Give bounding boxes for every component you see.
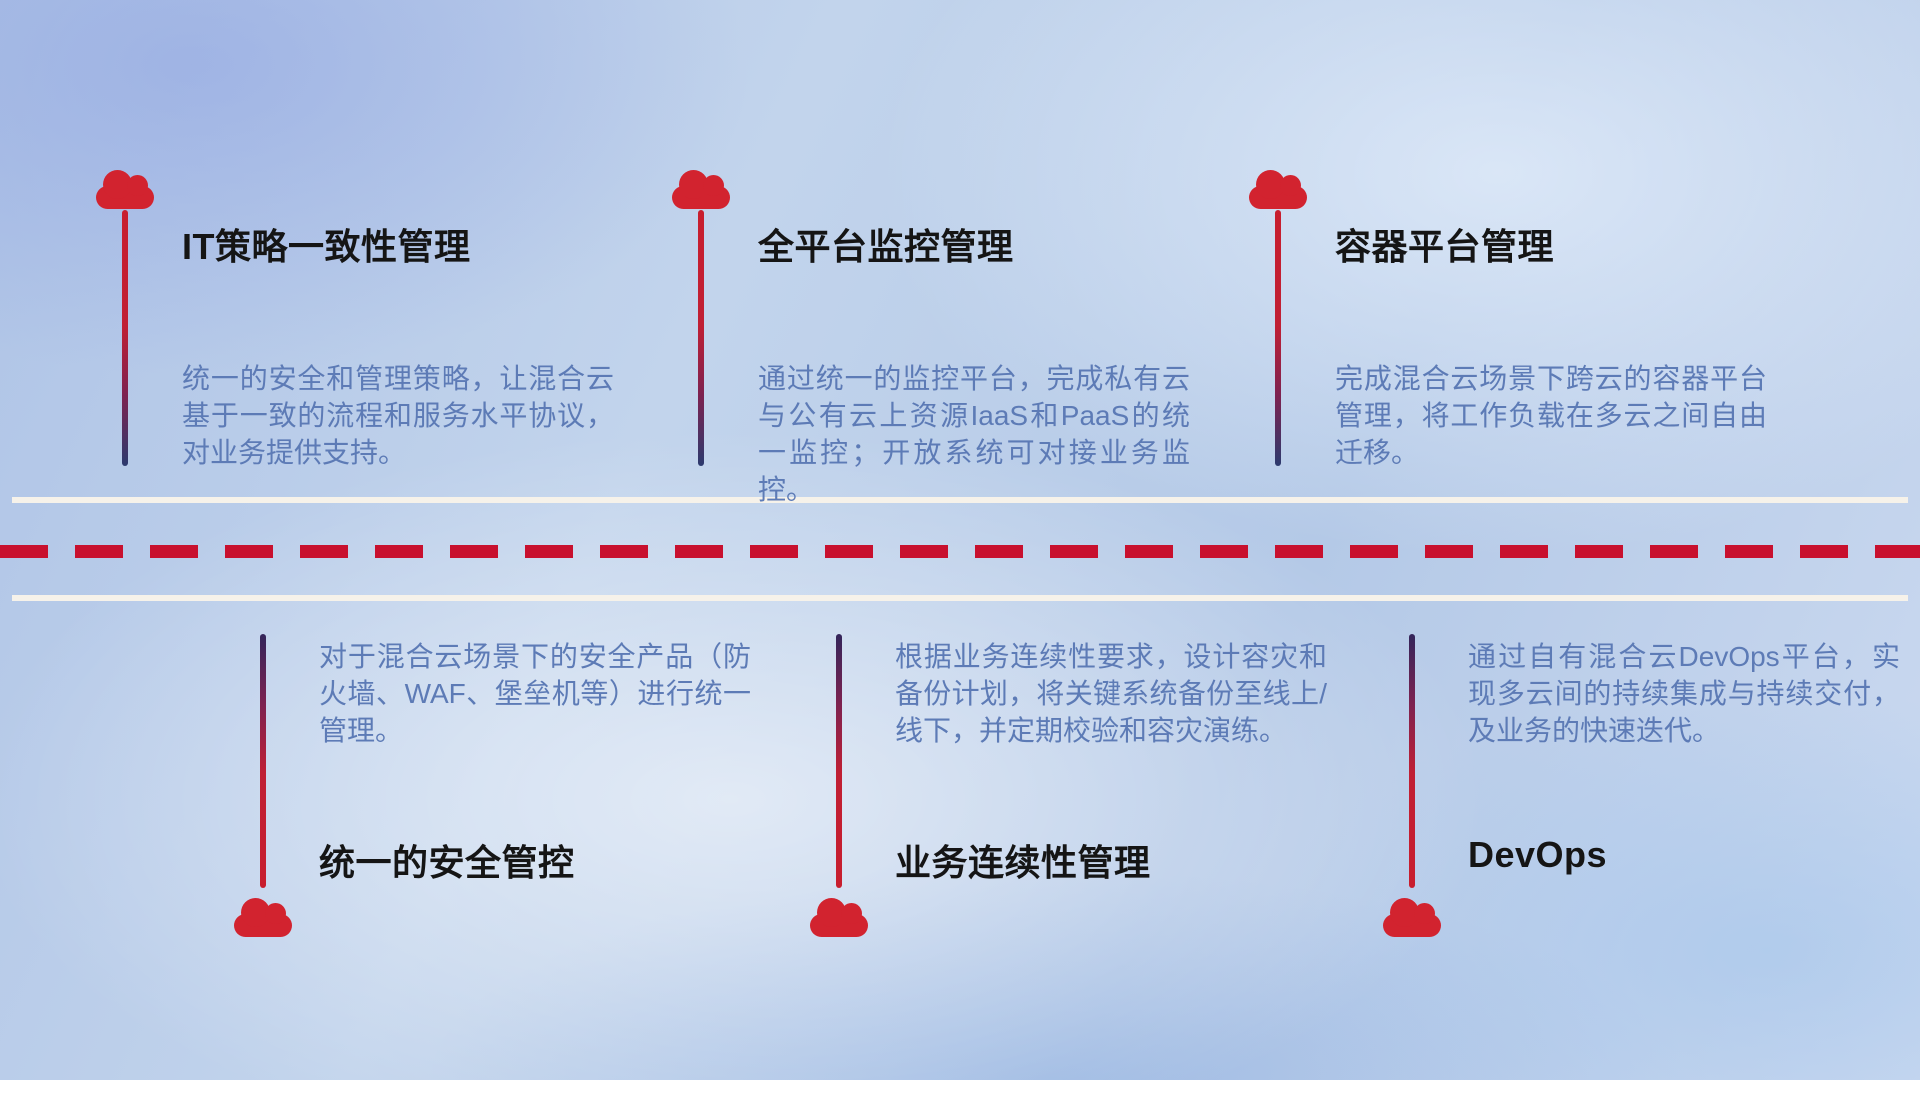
cloud-icon [1249, 170, 1307, 209]
cloud-icon [96, 170, 154, 209]
connector-line [260, 634, 266, 888]
milestone-devops: 通过自有混合云DevOps平台，实现多云间的持续集成与持续交付，及业务的快速迭代… [1382, 634, 1900, 1094]
road-bottom-line [12, 595, 1908, 601]
cloud-icon [810, 898, 868, 937]
milestone-title: 统一的安全管控 [319, 842, 575, 883]
milestone-description: 通过自有混合云DevOps平台，实现多云间的持续集成与持续交付，及业务的快速迭代… [1468, 641, 1900, 746]
connector-line [698, 210, 704, 466]
milestone-title: IT策略一致性管理 [182, 226, 471, 267]
milestone-title: 全平台监控管理 [758, 226, 1014, 267]
milestone-description: 统一的安全和管理策略，让混合云基于一致的流程和服务水平协议，对业务提供支持。 [182, 363, 614, 468]
milestone-description: 完成混合云场景下跨云的容器平台管理，将工作负载在多云之间自由迁移。 [1335, 363, 1767, 468]
milestone-security-control: 对于混合云场景下的安全产品（防火墙、WAF、堡垒机等）进行统一管理。 统一的安全… [233, 634, 751, 1094]
milestone-description: 对于混合云场景下的安全产品（防火墙、WAF、堡垒机等）进行统一管理。 [319, 641, 751, 746]
road-dashed-line [0, 545, 1920, 558]
road-top-line [12, 497, 1908, 503]
milestone-description: 根据业务连续性要求，设计容灾和备份计划，将关键系统备份至线上/线下，并定期校验和… [895, 641, 1327, 746]
connector-line [836, 634, 842, 888]
connector-line [122, 210, 128, 466]
cloud-icon [672, 170, 730, 209]
milestone-business-continuity: 根据业务连续性要求，设计容灾和备份计划，将关键系统备份至线上/线下，并定期校验和… [809, 634, 1327, 1094]
milestone-title: 容器平台管理 [1335, 226, 1555, 267]
cloud-icon [1383, 898, 1441, 937]
milestone-monitoring: 全平台监控管理 通过统一的监控平台，完成私有云与公有云上资源IaaS和PaaS的… [672, 170, 1190, 630]
connector-line [1275, 210, 1281, 466]
milestone-title: 业务连续性管理 [895, 842, 1151, 883]
milestone-it-policy: IT策略一致性管理 统一的安全和管理策略，让混合云基于一致的流程和服务水平协议，… [96, 170, 614, 630]
milestone-title: DevOps [1468, 834, 1608, 875]
connector-line [1409, 634, 1415, 888]
milestone-description: 通过统一的监控平台，完成私有云与公有云上资源IaaS和PaaS的统一监控；开放系… [758, 363, 1190, 505]
cloud-icon [234, 898, 292, 937]
milestone-container-platform: 容器平台管理 完成混合云场景下跨云的容器平台管理，将工作负载在多云之间自由迁移。 [1249, 170, 1767, 630]
